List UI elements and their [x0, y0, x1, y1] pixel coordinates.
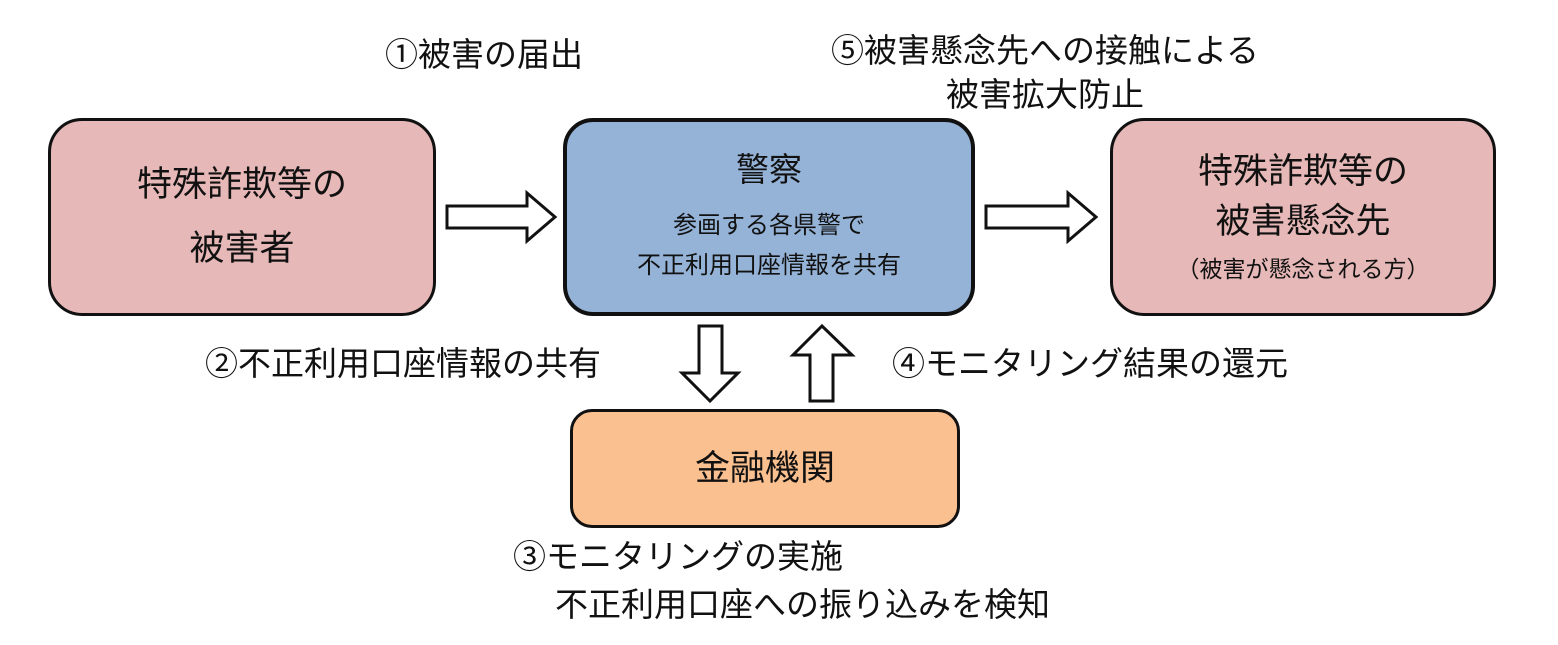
arrow-bank-to-police — [789, 323, 856, 403]
police-box: 警察 参画する各県警で 不正利用口座情報を共有 — [563, 118, 975, 316]
step5-line1: ⑤被害懸念先への接触による — [830, 31, 1259, 70]
step5-label: ⑤被害懸念先への接触による 被害拡大防止 — [800, 30, 1290, 116]
step4-label: ④モニタリング結果の還元 — [892, 344, 1288, 383]
bank-title: 金融機関 — [694, 448, 835, 489]
victim-line2: 被害者 — [189, 229, 295, 269]
victim-box: 特殊詐欺等の 被害者 — [48, 118, 436, 316]
step1-label: ①被害の届出 — [385, 35, 583, 74]
target-line1: 特殊詐欺等の — [1197, 152, 1408, 192]
target-line2: 被害懸念先 — [1215, 202, 1391, 242]
police-line2: 不正利用口座情報を共有 — [637, 251, 901, 279]
arrow-victim-to-police — [445, 189, 558, 245]
step5-line2: 被害拡大防止 — [946, 75, 1144, 114]
victim-line1: 特殊詐欺等の — [136, 165, 347, 205]
step3-label: ③モニタリングの実施 不正利用口座への振り込みを検知 — [513, 536, 1050, 626]
arrow-police-to-bank — [678, 324, 742, 404]
target-box: 特殊詐欺等の 被害懸念先 （被害が懸念される方） — [1110, 118, 1496, 316]
target-note: （被害が懸念される方） — [1176, 257, 1430, 283]
police-title: 警察 — [736, 150, 802, 189]
arrow-police-to-target — [984, 189, 1099, 245]
step2-label: ②不正利用口座情報の共有 — [205, 344, 601, 383]
step3-line1: ③モニタリングの実施 — [513, 537, 843, 576]
police-line1: 参画する各県警で — [673, 211, 865, 239]
bank-box: 金融機関 — [570, 409, 960, 528]
step3-line2: 不正利用口座への振り込みを検知 — [555, 585, 1050, 624]
